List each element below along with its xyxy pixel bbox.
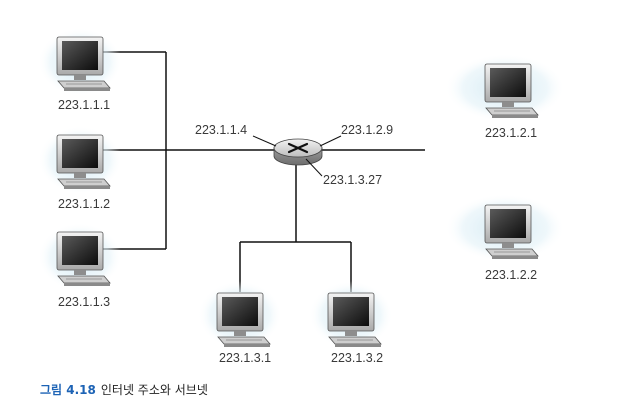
router (273, 138, 323, 166)
host: 223.1.1.2 (38, 126, 122, 211)
host: 223.1.2.1 (445, 54, 565, 140)
host-ip-label: 223.1.3.1 (219, 351, 271, 365)
router-interface-label: 223.1.2.9 (341, 123, 393, 137)
router-arrows-icon (287, 142, 309, 154)
computer-icon (56, 134, 111, 190)
computer-icon (56, 36, 111, 92)
computer-icon (484, 204, 539, 260)
figure-caption-text: 인터넷 주소와 서브넷 (100, 383, 208, 397)
figure-number: 그림 4.18 (40, 383, 96, 397)
computer-icon (484, 63, 539, 119)
router-interface-labels: 223.1.1.4 223.1.2.9 223.1.3.27 (195, 123, 393, 187)
router-interface-label: 223.1.3.27 (323, 173, 382, 187)
network-links (97, 51, 425, 292)
router-interface-label: 223.1.1.4 (195, 123, 247, 137)
figure-caption: 그림 4.18 인터넷 주소와 서브넷 (40, 381, 208, 398)
host: 223.1.1.3 (38, 223, 122, 309)
computer-icon (327, 292, 382, 348)
host: 223.1.3.1 (198, 281, 282, 365)
host-ip-label: 223.1.2.1 (485, 126, 537, 140)
host-ip-label: 223.1.1.2 (58, 197, 110, 211)
computer-icon (216, 292, 271, 348)
host: 223.1.3.2 (309, 281, 393, 365)
host-ip-label: 223.1.1.3 (58, 295, 110, 309)
host-ip-label: 223.1.1.1 (58, 98, 110, 112)
computer-icon (56, 231, 111, 287)
host-ip-label: 223.1.3.2 (331, 351, 383, 365)
host: 223.1.1.1 (38, 28, 122, 112)
host: 223.1.2.2 (445, 194, 565, 282)
host-ip-label: 223.1.2.2 (485, 268, 537, 282)
